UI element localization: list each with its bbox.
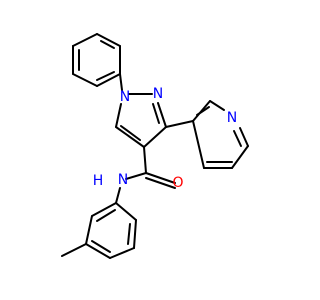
bond-amide-n-to-tolyl (115, 187, 121, 204)
atom-label-amide-h: H (93, 173, 104, 189)
atom-label-carbonyl-o: O (172, 175, 183, 191)
carboxamide-group (125, 146, 176, 189)
bond-pyrazole-to-pyridine (165, 120, 194, 128)
methyl-bond (61, 243, 87, 257)
phenyl-ring-top (72, 33, 121, 87)
atom-label-n2: N (153, 86, 163, 102)
pyridine-ring (192, 100, 249, 169)
atom-label-pyridine-n: N (227, 110, 237, 126)
pyrazole-ring (115, 93, 167, 148)
molecule-structure: N N N O N H (61, 33, 249, 259)
molecule-canvas: N N N O N H (61, 33, 249, 259)
tolyl-ring (85, 202, 137, 259)
atom-label-n1: N (120, 89, 130, 105)
atom-label-amide-n: N (118, 172, 128, 188)
bond-phenyl-to-n1 (119, 73, 123, 91)
